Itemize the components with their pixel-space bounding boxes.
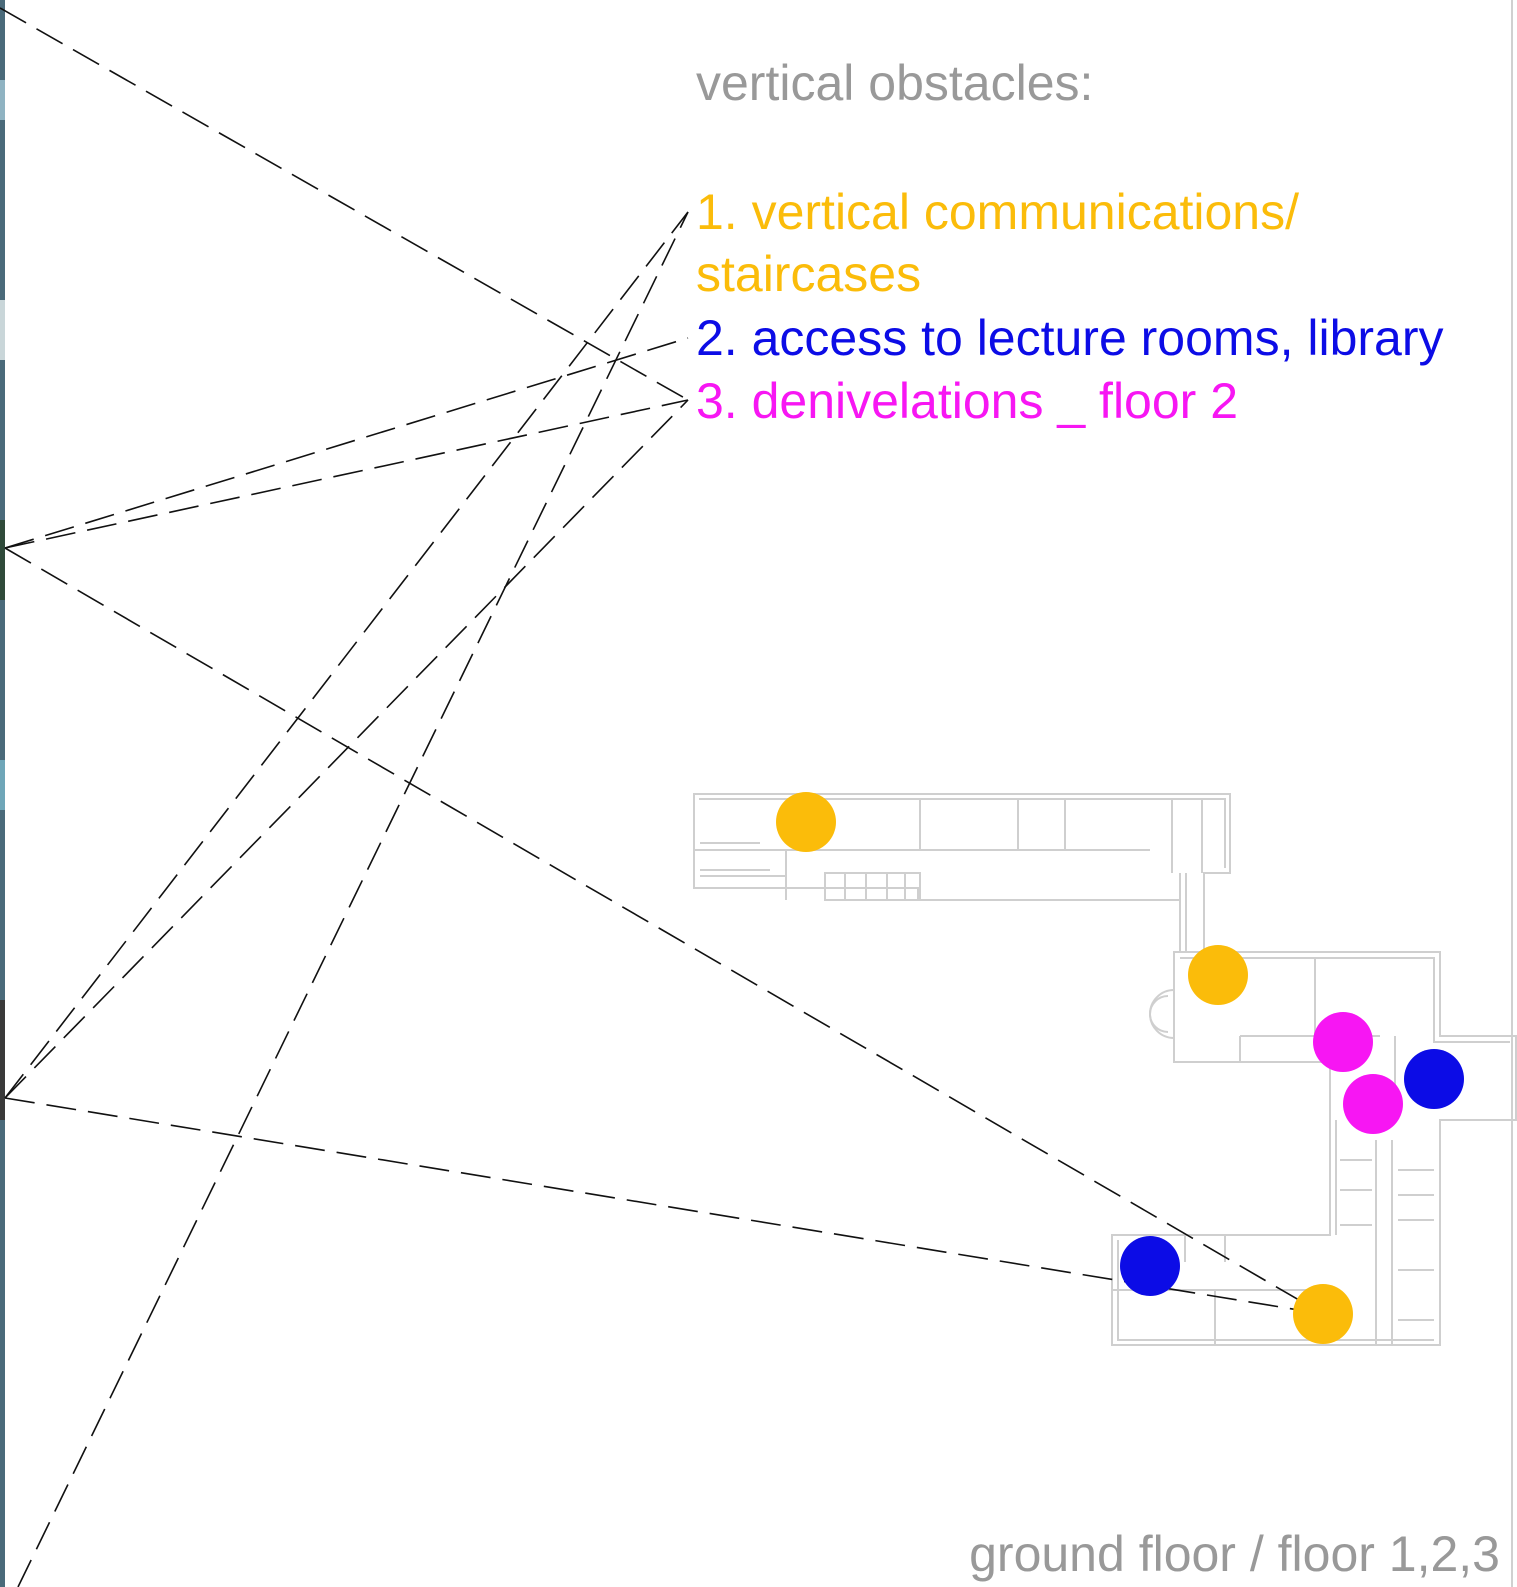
staircases-marker-1 — [776, 792, 836, 852]
leader-line-8 — [17, 211, 689, 1587]
leader-line-4 — [4, 547, 1324, 1315]
legend-item-staircases-line1: 1. vertical communications/ — [696, 184, 1300, 240]
floor-plan — [693, 793, 1517, 1346]
denivelation-marker-1 — [1313, 1012, 1373, 1072]
leader-line-7 — [4, 1097, 1324, 1315]
access-marker-1 — [1404, 1049, 1464, 1109]
obstacle-markers — [776, 792, 1464, 1344]
staircases-marker-3 — [1293, 1284, 1353, 1344]
legend-item-staircases-line2: staircases — [696, 246, 922, 302]
staircases-marker-2 — [1188, 945, 1248, 1005]
legend-item-denivelations: 3. denivelations _ floor 2 — [696, 373, 1239, 429]
access-marker-2 — [1120, 1236, 1180, 1296]
leader-lines — [0, 7, 1324, 1587]
legend-item-access: 2. access to lecture rooms, library — [696, 310, 1444, 366]
denivelation-marker-2 — [1343, 1074, 1403, 1134]
floor-caption: ground floor / floor 1,2,3 — [969, 1526, 1500, 1582]
leader-line-1 — [0, 7, 689, 401]
diagram-heading: vertical obstacles: — [696, 55, 1094, 111]
leader-line-2 — [4, 337, 689, 549]
leader-line-3 — [4, 399, 689, 549]
leader-line-5 — [4, 211, 689, 1099]
leader-line-6 — [4, 399, 689, 1099]
left-edge-strip — [0, 0, 5, 1587]
